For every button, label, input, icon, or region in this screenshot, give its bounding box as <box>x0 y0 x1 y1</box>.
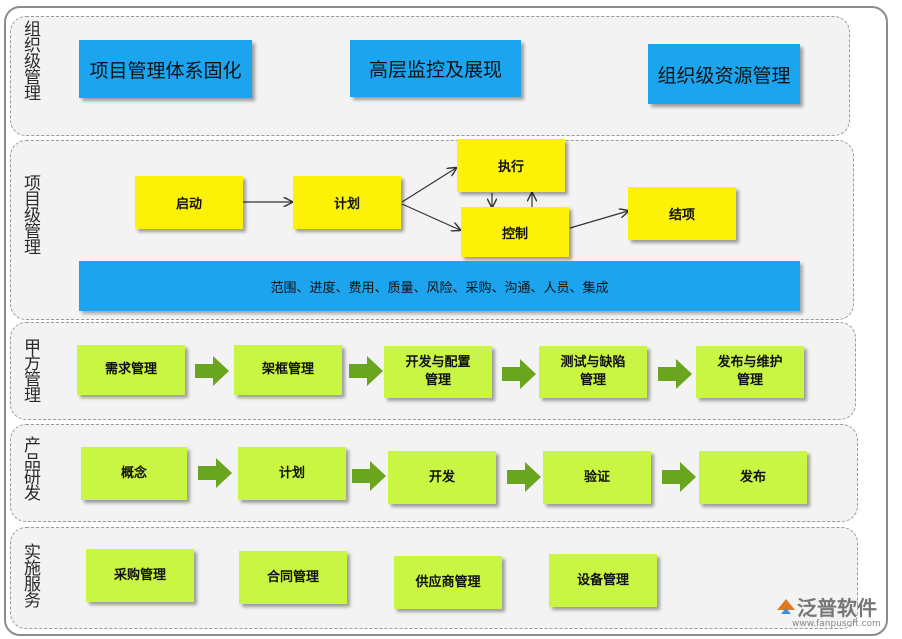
green-arrow-icon <box>198 458 232 488</box>
service-contract: 合同管理 <box>239 551 347 604</box>
green-arrow-icon <box>352 461 386 491</box>
service-supplier: 供应商管理 <box>394 556 502 609</box>
node-execute: 执行 <box>457 139 565 192</box>
node-close: 结项 <box>628 187 736 240</box>
box-org-resource: 组织级资源管理 <box>648 44 800 104</box>
arrow-control-close <box>569 211 628 229</box>
green-arrow-icon <box>658 359 692 389</box>
green-arrow-icon <box>662 462 696 492</box>
green-arrow-icon <box>195 356 229 386</box>
service-procurement: 采购管理 <box>86 549 194 602</box>
section-party-a-label: 甲方管理 <box>20 338 40 402</box>
node-start: 启动 <box>135 176 243 229</box>
service-equipment: 设备管理 <box>549 554 657 607</box>
step-release-maintain: 发布与维护 管理 <box>696 346 804 398</box>
section-product-label: 产品研发 <box>20 436 40 500</box>
logo-url: www.fanpusoft.com <box>792 619 881 629</box>
step-plan: 计划 <box>238 447 346 500</box>
logo-icon <box>777 598 795 614</box>
step-test-defect: 测试与缺陷 管理 <box>539 346 647 398</box>
step-release: 发布 <box>699 451 807 504</box>
node-control: 控制 <box>461 207 569 257</box>
brand-logo: 泛普软件 <box>775 592 877 621</box>
step-verify: 验证 <box>543 451 651 504</box>
section-service-label: 实施服务 <box>20 543 40 607</box>
section-org-label: 组织级管理 <box>20 20 40 100</box>
logo-name: 泛普软件 <box>797 596 877 620</box>
green-arrow-icon <box>349 356 383 386</box>
step-develop: 开发 <box>388 451 496 504</box>
node-plan: 计划 <box>293 176 401 229</box>
step-requirements: 需求管理 <box>77 345 185 395</box>
section-project-label: 项目级管理 <box>20 174 40 254</box>
step-concept: 概念 <box>81 447 187 500</box>
knowledge-areas-bar: 范围、进度、费用、质量、风险、采购、沟通、人员、集成 <box>79 261 800 311</box>
box-executive-monitoring: 高层监控及展现 <box>350 40 521 97</box>
arrow-plan-control <box>401 203 460 230</box>
box-pm-system: 项目管理体系固化 <box>79 40 252 98</box>
step-architecture: 架框管理 <box>234 345 342 395</box>
green-arrow-icon <box>507 462 541 492</box>
step-dev-config: 开发与配置 管理 <box>384 346 492 398</box>
arrow-plan-execute <box>401 168 456 203</box>
green-arrow-icon <box>502 359 536 389</box>
